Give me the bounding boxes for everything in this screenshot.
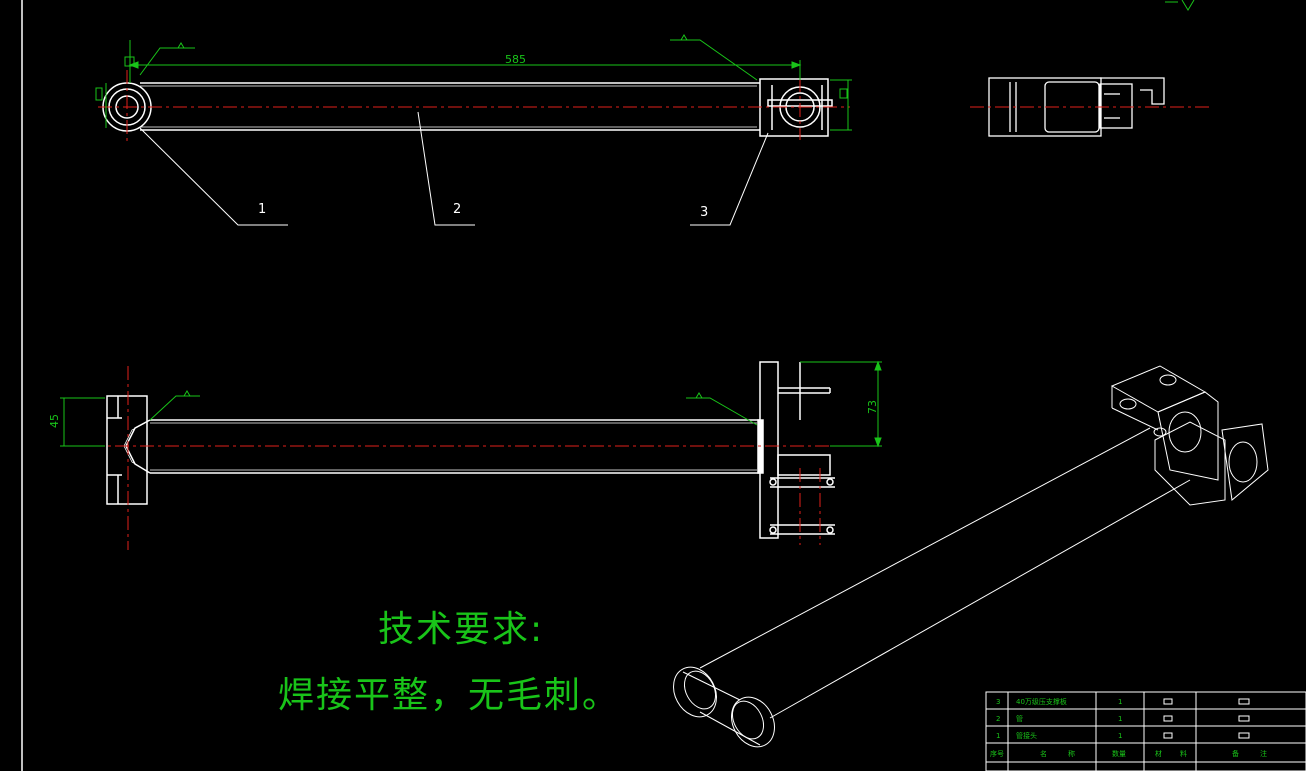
tb-h3: 数量 bbox=[1112, 749, 1126, 758]
tb-h2: 称 bbox=[1068, 749, 1075, 758]
part-balloon-2: 2 bbox=[453, 202, 461, 217]
tb-row3-qty: 1 bbox=[1118, 732, 1122, 740]
tb-row1-qty: 1 bbox=[1118, 698, 1122, 706]
front-view bbox=[106, 361, 835, 539]
tb-row2-idx: 2 bbox=[996, 715, 1000, 723]
tb-h7: 注 bbox=[1260, 749, 1267, 758]
part-balloon-3: 3 bbox=[700, 205, 708, 220]
tb-h0: 序号 bbox=[990, 749, 1004, 758]
front-view-dimensions bbox=[60, 360, 882, 448]
tb-row2-qty: 1 bbox=[1118, 715, 1122, 723]
tb-row1-idx: 3 bbox=[996, 698, 1000, 706]
tb-h1: 名 bbox=[1040, 749, 1047, 758]
tb-row3-idx: 1 bbox=[996, 732, 1000, 740]
technical-requirements-body: 焊接平整，无毛刺。 bbox=[278, 675, 621, 716]
top-view-centerlines bbox=[98, 70, 850, 145]
dimension-73: 73 bbox=[866, 400, 879, 414]
balloon-leaders bbox=[139, 111, 769, 226]
tb-row1-name: 40万级压支撑板 bbox=[1016, 697, 1067, 706]
dimension-585: 585 bbox=[505, 53, 526, 66]
tb-row3-name: 管接头 bbox=[1016, 731, 1037, 740]
isometric-view bbox=[673, 365, 1269, 748]
roughness-symbol bbox=[1165, 0, 1195, 11]
part-balloon-1: 1 bbox=[258, 202, 266, 217]
tb-h4: 材 bbox=[1155, 749, 1162, 758]
technical-requirements-title: 技术要求: bbox=[378, 609, 545, 650]
tb-h6: 备 bbox=[1232, 749, 1239, 758]
tb-row2-name: 管 bbox=[1016, 714, 1023, 723]
title-block bbox=[985, 691, 1306, 771]
front-view-centerlines bbox=[90, 366, 850, 550]
title-block-text: 3 40万级压支撑板 1 2 管 1 1 管接头 1 序号 名 称 数量 材 料… bbox=[990, 697, 1267, 758]
dimension-45: 45 bbox=[48, 414, 61, 428]
tb-h5: 料 bbox=[1180, 749, 1187, 758]
top-view-dimensions bbox=[95, 34, 852, 131]
